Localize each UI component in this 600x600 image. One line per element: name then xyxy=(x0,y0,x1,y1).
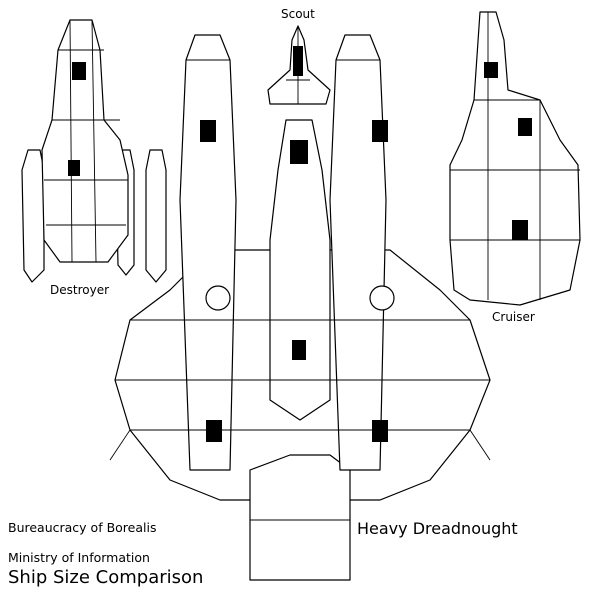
dreadnought-label: Heavy Dreadnought xyxy=(357,519,518,538)
dreadnought-ship xyxy=(109,34,491,581)
organization-text: Bureaucracy of Borealis xyxy=(8,520,157,535)
scout-label: Scout xyxy=(281,7,315,21)
cruiser-label: Cruiser xyxy=(492,310,535,324)
ministry-text: Ministry of Information xyxy=(8,550,150,565)
destroyer-ship xyxy=(21,19,167,283)
scout-ship xyxy=(267,25,331,105)
destroyer-label: Destroyer xyxy=(50,283,110,297)
cruiser-ship xyxy=(449,11,581,306)
page-title: Ship Size Comparison xyxy=(8,567,204,588)
